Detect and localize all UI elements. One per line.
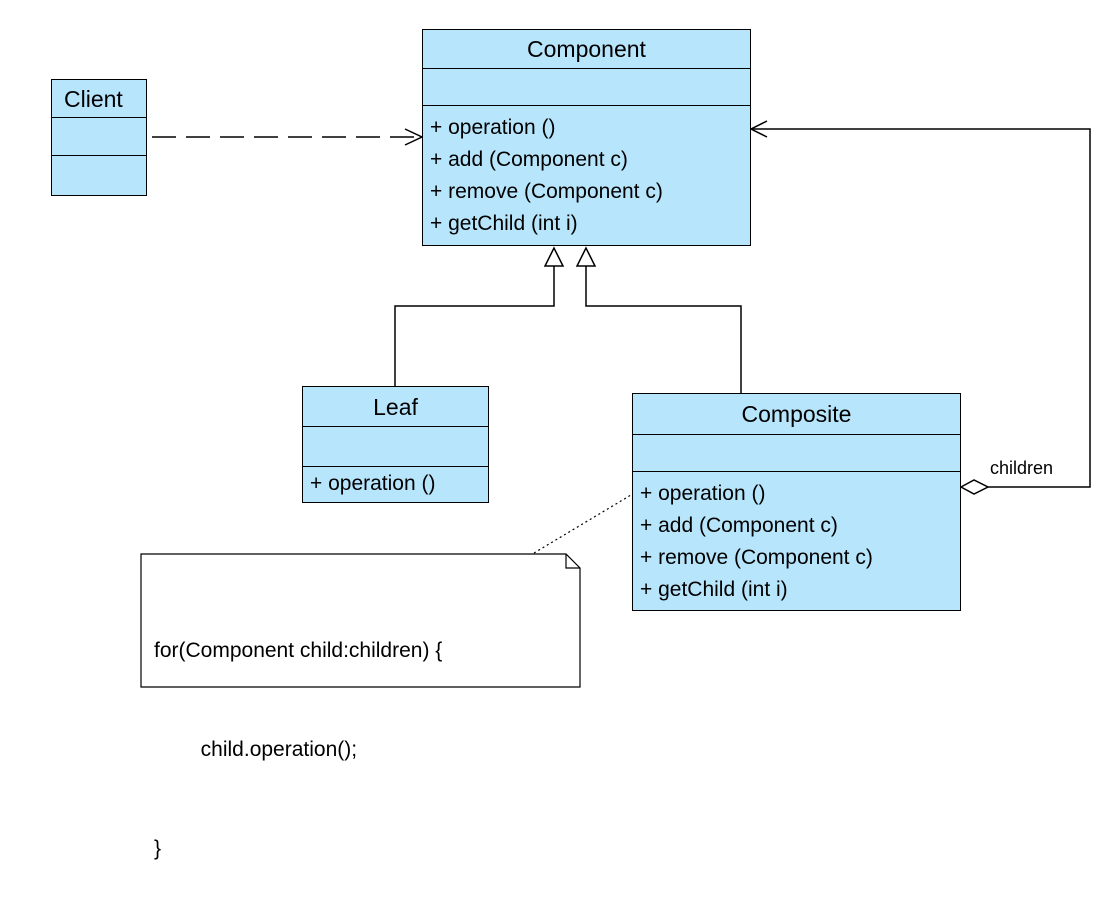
operation-method: + operation () — [640, 482, 766, 505]
class-composite-name: Composite — [633, 394, 960, 435]
remove-method: + remove (Component c) — [640, 546, 873, 569]
class-composite: Composite + operation () + add (Componen… — [632, 393, 961, 611]
aggregation-line — [751, 128, 1091, 488]
class-leaf-attributes — [303, 427, 488, 467]
class-composite-operations: + operation () + add (Component c) + rem… — [633, 472, 960, 606]
operation-method: + operation () — [430, 116, 556, 139]
note-text: for(Component child:children) { child.op… — [154, 568, 442, 898]
composite-generalization-arrowhead — [575, 246, 597, 267]
class-composite-attributes — [633, 435, 960, 472]
remove-method: + remove (Component c) — [430, 180, 663, 203]
leaf-generalization-arrowhead — [543, 246, 565, 267]
composite-generalization-line — [585, 266, 742, 393]
note-anchor-line — [533, 488, 642, 554]
class-client-attributes — [52, 118, 146, 156]
aggregation-diamond — [959, 479, 990, 495]
note-line: child.operation(); — [154, 738, 358, 761]
note-line: } — [154, 837, 162, 860]
class-component: Component + operation () + add (Componen… — [422, 29, 751, 246]
class-leaf-name: Leaf — [303, 387, 488, 427]
note-line: for(Component child:children) { — [154, 639, 443, 662]
class-client-name: Client — [52, 80, 146, 118]
aggregation-label: children — [990, 458, 1054, 478]
class-component-operations: + operation () + add (Component c) + rem… — [423, 106, 750, 240]
aggregation-arrowhead — [749, 120, 768, 138]
getchild-method: + getChild (int i) — [430, 212, 578, 235]
class-leaf-operations: + operation () — [303, 467, 488, 501]
note-fold — [565, 554, 580, 569]
leaf-generalization-line — [394, 266, 555, 386]
class-component-name: Component — [423, 30, 750, 69]
class-leaf: Leaf + operation () — [302, 386, 489, 503]
operation-method: + operation () — [310, 472, 436, 495]
diagram-connectors — [140, 120, 1091, 688]
note-shape — [140, 553, 581, 688]
add-method: + add (Component c) — [640, 514, 838, 537]
add-method: + add (Component c) — [430, 148, 628, 171]
getchild-method: + getChild (int i) — [640, 578, 788, 601]
class-component-attributes — [423, 69, 750, 106]
class-client: Client — [51, 79, 147, 196]
